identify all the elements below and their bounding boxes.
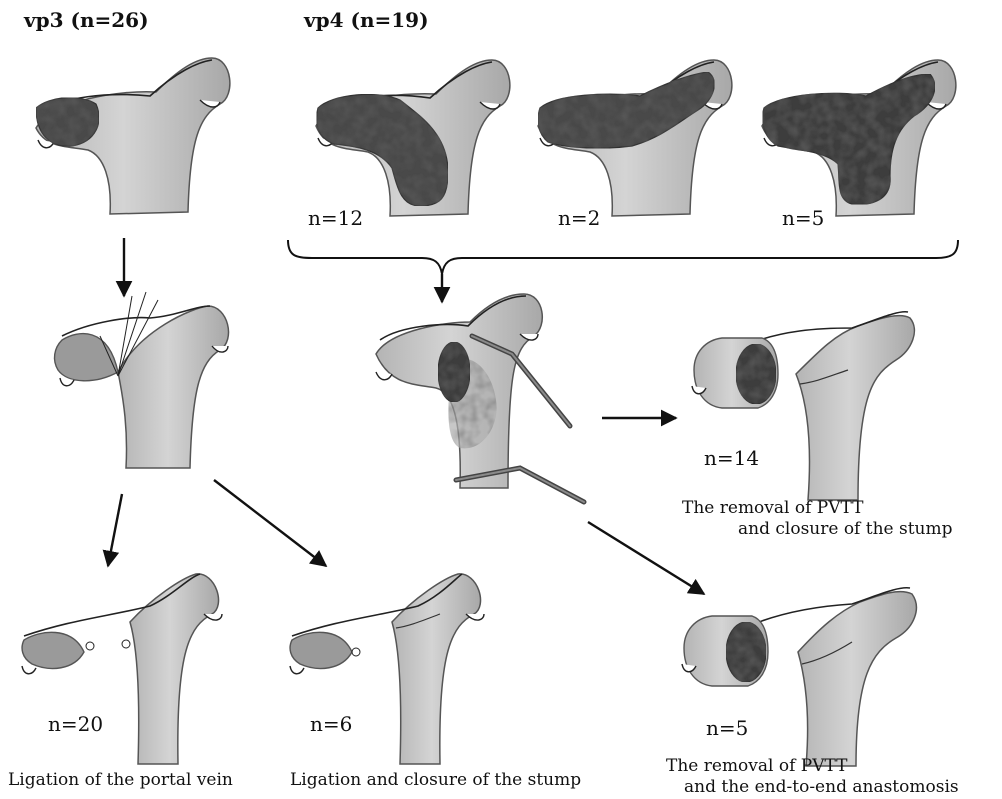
vp4-vein-b — [538, 60, 732, 216]
caption-removal-closure: The removal of PVTT and closure of the s… — [682, 498, 982, 540]
count-ligation-closure: n=6 — [310, 712, 352, 736]
knot-icon — [352, 648, 360, 656]
thrombus-icon — [736, 344, 776, 404]
vp3-ligation-vein — [55, 292, 229, 468]
vp3-group-label: vp3 (n=26) — [24, 8, 149, 32]
arrow-to-ligation — [108, 494, 122, 566]
count-vp4-a: n=12 — [308, 206, 363, 230]
count-vp4-b: n=2 — [558, 206, 600, 230]
caption-removal-anastomosis-line2: and the end-to-end anastomosis — [666, 777, 998, 798]
count-vp4-c: n=5 — [782, 206, 824, 230]
knot-icon — [122, 640, 130, 648]
caption-removal-closure-line1: The removal of PVTT — [682, 498, 982, 519]
knot-icon — [86, 642, 94, 650]
caption-removal-closure-line2: and closure of the stump — [682, 519, 982, 540]
vp4-clamped-vein — [376, 294, 584, 502]
thrombus-icon — [726, 622, 766, 682]
count-removal-anastomosis: n=5 — [706, 716, 748, 740]
count-removal-closure: n=14 — [704, 446, 759, 470]
caption-ligation: Ligation of the portal vein — [8, 770, 233, 791]
removal-closure-vein — [692, 312, 914, 500]
vp4-vein-a — [316, 60, 510, 216]
vp4-group-label: vp4 (n=19) — [304, 8, 429, 32]
thrombus-icon — [438, 342, 470, 402]
caption-removal-anastomosis: The removal of PVTT and the end-to-end a… — [666, 756, 998, 798]
caption-removal-anastomosis-line1: The removal of PVTT — [666, 756, 998, 777]
count-ligation: n=20 — [48, 712, 103, 736]
arrow-to-ligation-closure — [214, 480, 326, 566]
vp3-vein — [36, 58, 230, 214]
vp4-vein-c — [762, 60, 956, 216]
caption-ligation-closure: Ligation and closure of the stump — [290, 770, 581, 791]
brace-icon — [288, 240, 958, 274]
flow-arrows — [108, 238, 704, 594]
